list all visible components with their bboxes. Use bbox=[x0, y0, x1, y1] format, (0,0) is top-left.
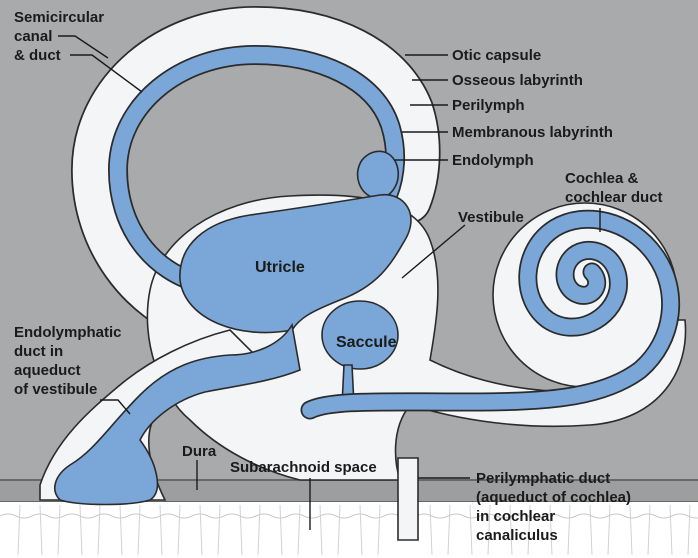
label-saccule: Saccule bbox=[336, 334, 397, 351]
label-osseous-labyrinth: Osseous labyrinth bbox=[452, 72, 583, 89]
label-endolymphatic-duct-2: duct in bbox=[14, 343, 63, 360]
label-semicircular-canal-1: Semicircular bbox=[14, 9, 104, 26]
label-endolymphatic-duct-4: of vestibule bbox=[14, 381, 97, 398]
label-subarachnoid-space: Subarachnoid space bbox=[230, 459, 377, 476]
label-endolymphatic-duct-1: Endolymphatic bbox=[14, 324, 122, 341]
label-semicircular-canal-3: & duct bbox=[14, 47, 61, 64]
label-dura: Dura bbox=[182, 443, 217, 460]
label-cochlea-2: cochlear duct bbox=[565, 189, 663, 206]
label-perilymphatic-duct-3: in cochlear bbox=[476, 508, 555, 525]
dura-layer bbox=[0, 480, 698, 502]
label-perilymphatic-duct-4: canaliculus bbox=[476, 527, 558, 544]
label-vestibule: Vestibule bbox=[458, 209, 524, 226]
label-perilymphatic-duct-2: (aqueduct of cochlea) bbox=[476, 489, 631, 506]
label-utricle: Utricle bbox=[255, 259, 305, 276]
label-endolymph: Endolymph bbox=[452, 152, 534, 169]
label-endolymphatic-duct-3: aqueduct bbox=[14, 362, 81, 379]
label-otic-capsule: Otic capsule bbox=[452, 47, 541, 64]
label-perilymphatic-duct-1: Perilymphatic duct bbox=[476, 470, 610, 487]
subarachnoid-space bbox=[0, 502, 698, 558]
label-membranous-labyrinth: Membranous labyrinth bbox=[452, 124, 613, 141]
label-cochlea-1: Cochlea & bbox=[565, 170, 639, 187]
labels: Semicircular canal & duct Otic capsule O… bbox=[14, 9, 663, 544]
label-perilymph: Perilymph bbox=[452, 97, 525, 114]
leader-lines bbox=[58, 35, 601, 530]
membranous-labyrinth bbox=[54, 44, 681, 506]
label-semicircular-canal-2: canal bbox=[14, 28, 52, 45]
